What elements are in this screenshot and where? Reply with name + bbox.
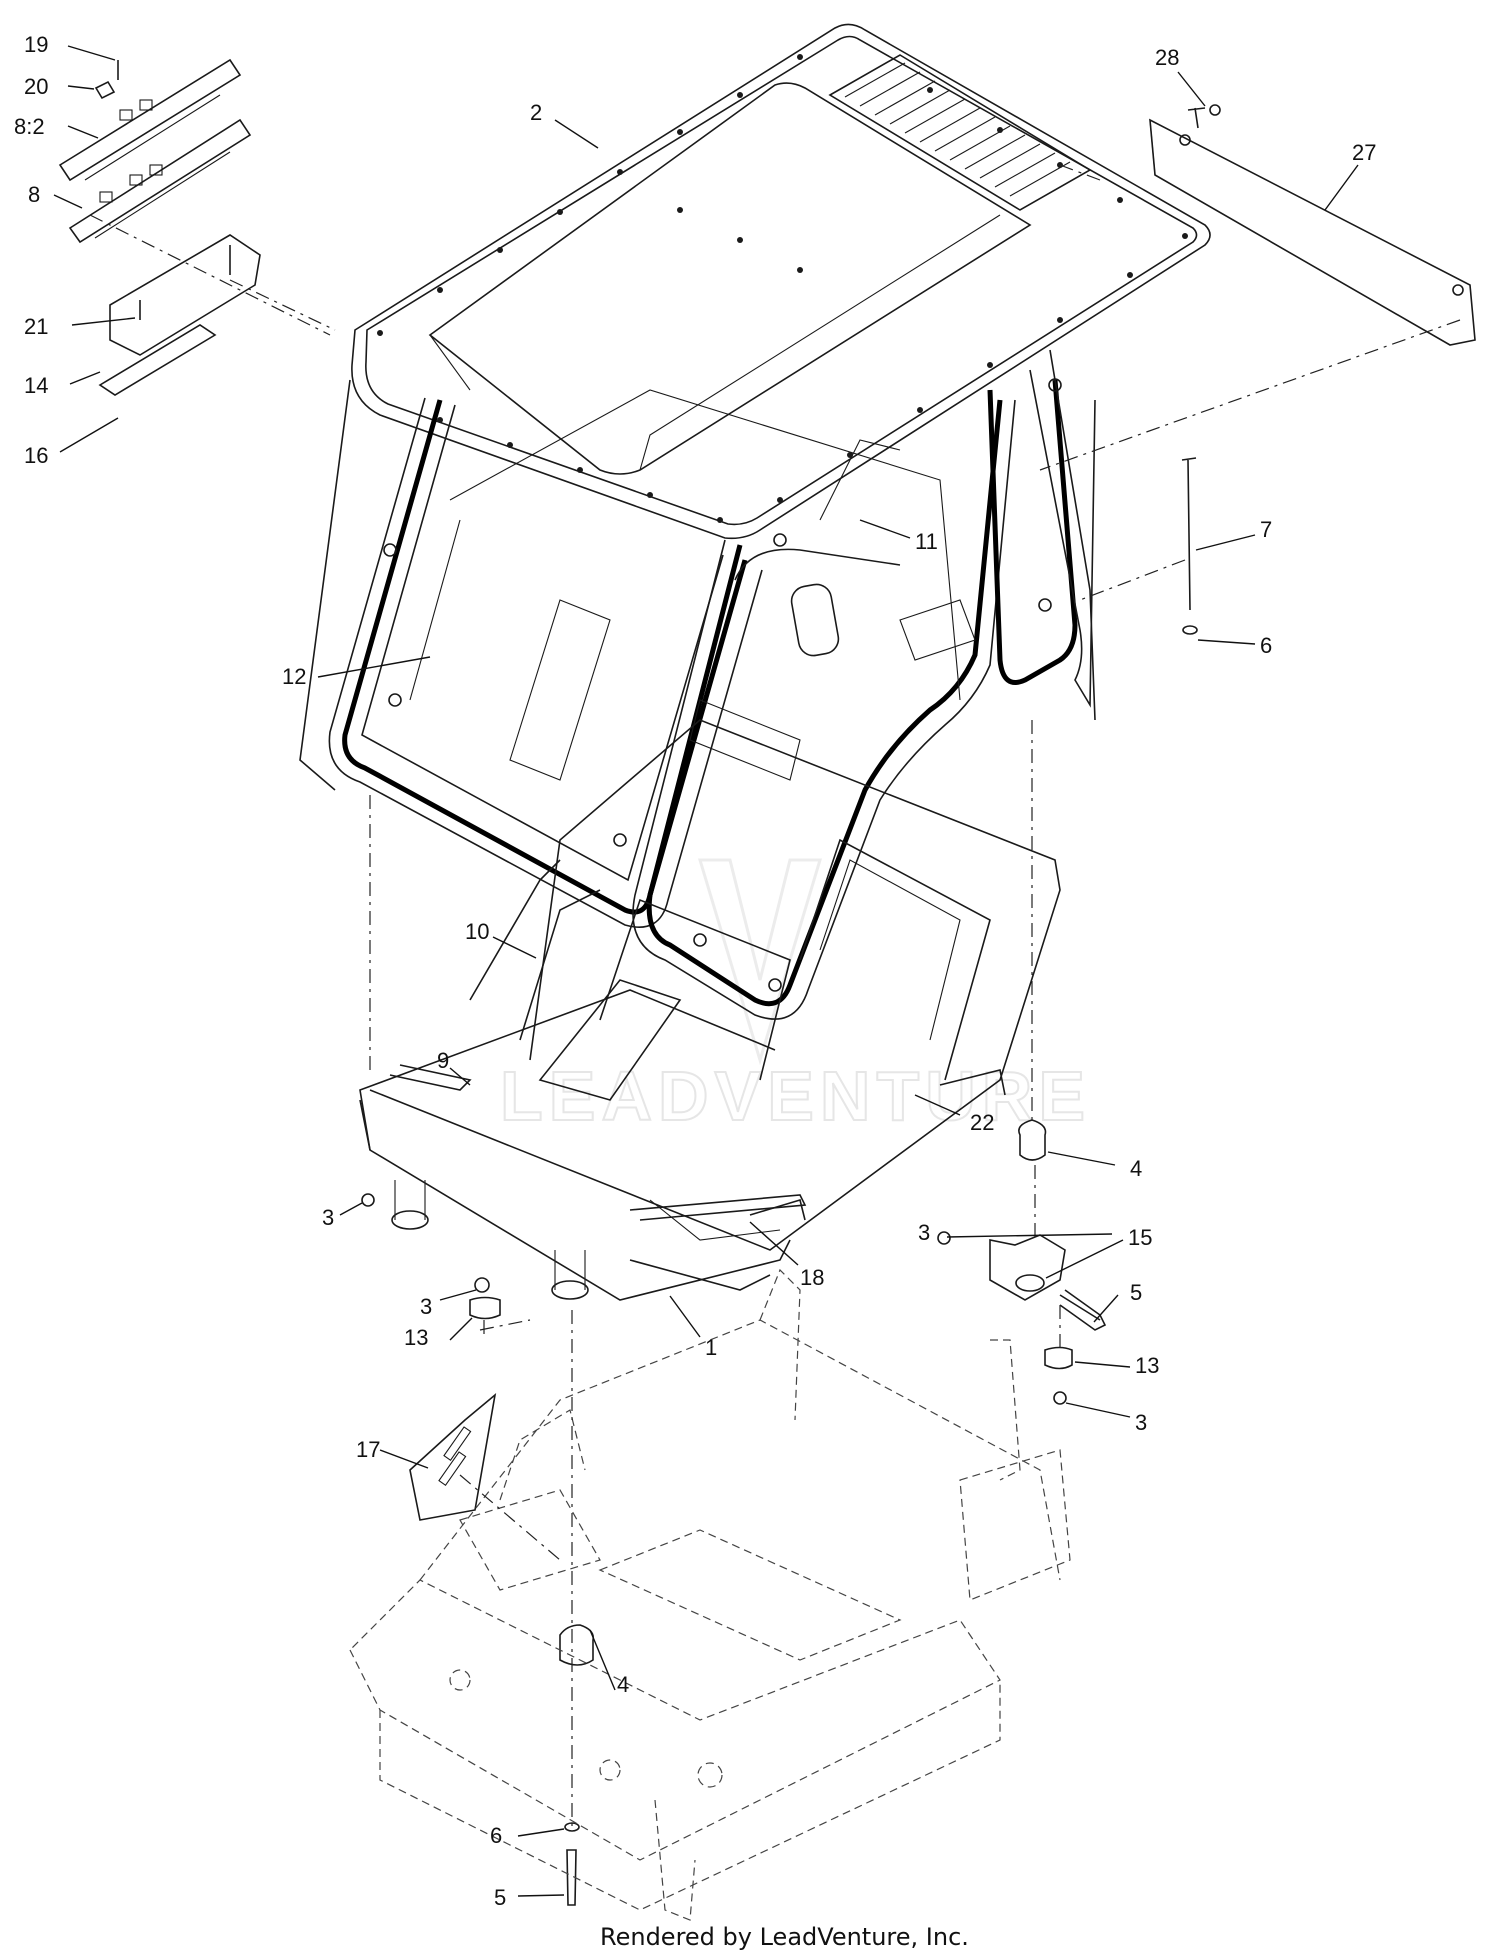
leader-lines	[53, 45, 1359, 1897]
mirror	[734, 548, 901, 657]
cab-frame	[299, 349, 1096, 1020]
watermark-logo	[697, 858, 823, 1066]
callout-5a: 5	[1130, 1280, 1142, 1305]
callout-4a: 4	[1130, 1156, 1142, 1181]
callout-22: 22	[970, 1110, 994, 1135]
callout-11: 11	[915, 529, 938, 554]
roof-assembly	[351, 23, 1211, 540]
callout-3d: 3	[1135, 1410, 1147, 1435]
callout-3c: 3	[420, 1294, 432, 1319]
callout-17: 17	[356, 1437, 380, 1462]
callout-12: 12	[282, 664, 306, 689]
callout-4b: 4	[617, 1672, 629, 1697]
side-shield	[409, 1392, 497, 1521]
callout-14: 14	[24, 373, 48, 398]
callout-6a: 6	[1260, 633, 1272, 658]
callout-3b: 3	[918, 1220, 930, 1245]
mount-bracket	[989, 1234, 1107, 1331]
callout-8-2: 8:2	[14, 114, 45, 139]
callout-28: 28	[1155, 45, 1179, 70]
callout-3a: 3	[322, 1205, 334, 1230]
callout-27: 27	[1352, 140, 1376, 165]
callout-8: 8	[28, 182, 40, 207]
callout-21: 21	[24, 314, 48, 339]
callout-2: 2	[530, 100, 542, 125]
callout-1: 1	[705, 1335, 717, 1360]
callout-18: 18	[800, 1265, 824, 1290]
callout-19: 19	[24, 32, 48, 57]
callout-13b: 13	[1135, 1353, 1159, 1378]
callout-6b: 6	[490, 1823, 502, 1848]
cab-floor-pan	[359, 719, 1061, 1301]
control-panel-parts	[58, 58, 261, 396]
callout-10: 10	[465, 919, 489, 944]
callout-13a: 13	[404, 1325, 428, 1350]
watermark-text: LEADVENTURE	[500, 1057, 1091, 1135]
footer-credit: Rendered by LeadVenture, Inc.	[600, 1923, 969, 1951]
callout-15: 15	[1128, 1225, 1152, 1250]
roof-rim-bolts	[377, 54, 1188, 523]
callout-16: 16	[24, 443, 48, 468]
callout-9: 9	[437, 1048, 449, 1073]
rear-panel	[1149, 104, 1476, 346]
callout-5b: 5	[494, 1885, 506, 1910]
door-hinges	[383, 378, 1062, 992]
callout-7: 7	[1260, 517, 1272, 542]
assembly-centerlines	[89, 164, 1461, 1830]
callout-20: 20	[24, 74, 48, 99]
callout-labels: 19 20 8:2 8 21 14 16 2 28 27 7 6 11 12 1…	[14, 32, 1376, 1910]
machine-chassis	[349, 1268, 1071, 1921]
isolator-mounts	[361, 107, 1206, 1906]
